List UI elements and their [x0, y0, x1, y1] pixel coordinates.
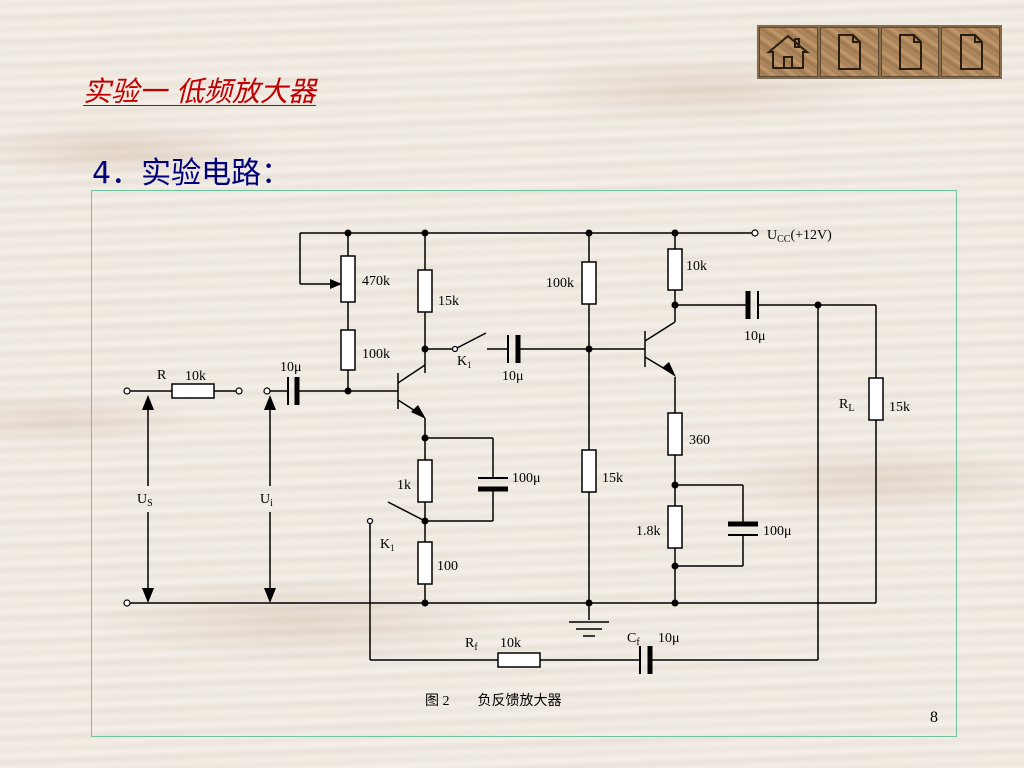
page-button-3[interactable] [941, 27, 1000, 77]
page-button-2[interactable] [880, 27, 940, 77]
label-us: US [137, 492, 153, 509]
label-15k-a: 15k [438, 294, 459, 309]
label-cap-10u-mid: 10μ [502, 369, 524, 384]
page-icon [959, 34, 983, 70]
page-button-1[interactable] [819, 27, 879, 77]
resistor-100k-stage2 [581, 261, 597, 305]
label-cap-10u-out: 10μ [744, 329, 766, 344]
home-button[interactable] [759, 27, 818, 77]
supply-terminal [751, 229, 759, 237]
page-icon [898, 34, 922, 70]
label-rl-value: 15k [889, 400, 910, 415]
resistor-15k-stage2 [581, 449, 597, 493]
label-k1-bottom: K1 [380, 537, 395, 553]
label-100k-a: 100k [362, 347, 390, 362]
resistor-470k [340, 255, 356, 303]
resistor-rl [868, 377, 884, 421]
k1-lower-contact [366, 517, 374, 525]
page-icon [838, 34, 862, 70]
ui-arrow-up [264, 395, 276, 410]
label-k1-top: K1 [457, 354, 472, 370]
circuit-symbols [142, 229, 822, 607]
us-arrow-down [142, 588, 154, 603]
section-heading: 4．实验电路： [92, 156, 292, 191]
circuit-frame [91, 190, 957, 737]
page-number: 8 [930, 709, 938, 726]
resistor-15k-collector [417, 269, 433, 313]
label-cf-value: 10μ [658, 631, 680, 646]
label-cap-100u-a: 100μ [512, 471, 541, 486]
resistor-r-10k [171, 383, 215, 399]
label-rl: RL [839, 397, 854, 414]
navigation-bar [757, 25, 1002, 79]
resistor-100 [417, 541, 433, 585]
label-1k: 1k [397, 478, 411, 493]
label-cap-10u-in: 10μ [280, 360, 302, 375]
us-arrow-up [142, 395, 154, 410]
input-terminal-us [123, 387, 131, 395]
resistors [171, 248, 884, 668]
label-ui: Ui [260, 492, 273, 509]
q2-emitter-arrow [662, 362, 676, 377]
k1-upper-contact [451, 345, 459, 353]
input-terminal-ui [263, 387, 271, 395]
resistor-360 [667, 412, 683, 456]
label-15k-b: 15k [602, 471, 623, 486]
resistor-rf [497, 652, 541, 668]
resistor-100k-stage1 [340, 329, 356, 371]
resistor-10k-collector [667, 248, 683, 291]
home-icon [766, 34, 811, 69]
label-r: R [157, 368, 167, 383]
capacitors [287, 291, 759, 674]
ui-arrow-down [264, 588, 276, 603]
label-10k-c: 10k [686, 259, 707, 274]
label-360: 360 [689, 433, 710, 448]
slide-title: 实验一 低频放大器 [83, 75, 316, 108]
label-470k: 470k [362, 274, 390, 289]
supply-label: UCC(+12V) [767, 228, 832, 245]
circuit-labels: UCC(+12V) 470k 15k 100k 100k 10k 10μ K1 … [137, 228, 910, 709]
label-100k-b: 100k [546, 276, 574, 291]
label-cap-100u-b: 100μ [763, 524, 792, 539]
label-10k-in: 10k [185, 369, 206, 384]
label-rf-value: 10k [500, 636, 521, 651]
q1-emitter-arrow [411, 405, 426, 419]
label-cf: Cf [627, 631, 640, 648]
resistor-1k [417, 459, 433, 503]
label-1-8k: 1.8k [636, 524, 661, 539]
figure-caption: 图 2 负反馈放大器 [425, 693, 562, 709]
resistor-1-8k [667, 505, 683, 549]
circuit-wires [130, 232, 877, 661]
label-rf: Rf [465, 636, 478, 653]
ground-terminal [123, 599, 131, 607]
pot-arrow [330, 279, 342, 289]
label-100: 100 [437, 559, 458, 574]
terminals [123, 229, 759, 607]
